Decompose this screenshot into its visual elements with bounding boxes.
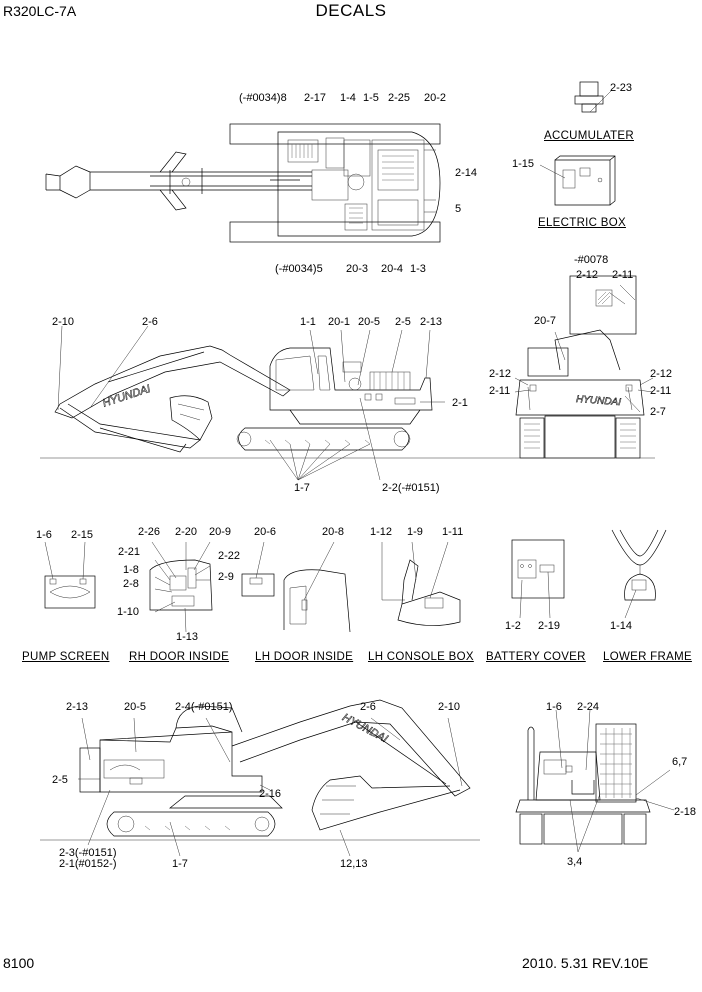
lh-side-view-drawing: HYUNDAI — [40, 699, 480, 857]
callout-label: 1-3 — [410, 263, 426, 275]
callout-label: 1-5 — [363, 92, 379, 104]
callout-label: 2-11 — [612, 269, 634, 281]
callout-label: 2-4(-#0151) — [175, 701, 233, 713]
callout-label: 2-6 — [142, 316, 158, 328]
callout-label: 2-11 — [489, 385, 511, 397]
callout-label: 20-6 — [254, 526, 277, 538]
callout-label: 2-25 — [388, 92, 411, 104]
lh-console-box-drawing — [381, 541, 461, 626]
front-view-drawing — [515, 709, 675, 853]
callout-label: 3,4 — [567, 856, 583, 868]
callout-label: 1-7 — [172, 858, 188, 870]
callout-label: 1-6 — [36, 529, 52, 541]
electric-box-drawing — [539, 155, 616, 206]
rear-view-drawing: HYUNDAI — [514, 275, 654, 459]
section-rh-door-inside: RH DOOR INSIDE — [129, 651, 230, 663]
callout-label: 2-9 — [218, 571, 234, 583]
callout-label: 1-8 — [123, 564, 139, 576]
callout-label: 2-16 — [259, 788, 282, 800]
callout-label: 1-1 — [300, 316, 316, 328]
callout-label: 2-20 — [175, 526, 198, 538]
section-lh-console-box: LH CONSOLE BOX — [368, 651, 474, 663]
callout-label: 2-24 — [577, 701, 600, 713]
section-pump-screen: PUMP SCREEN — [22, 651, 110, 663]
hyundai-mark-rear: HYUNDAI — [576, 394, 622, 408]
callout-label: 1-4 — [340, 92, 356, 104]
callout-label: 1-7 — [294, 482, 310, 494]
callout-label: 2-17 — [304, 92, 327, 104]
callout-label: 1-9 — [407, 526, 423, 538]
callout-label: 2-12 — [489, 368, 512, 380]
callout-label: 2-6 — [360, 701, 376, 713]
section-lh-door-inside: LH DOOR INSIDE — [255, 651, 354, 663]
callout-label: 2-13 — [420, 316, 443, 328]
callout-label: 2-12 — [650, 368, 673, 380]
callout-label: 20-4 — [381, 263, 404, 275]
callout-label: 2-5 — [52, 774, 68, 786]
callout-label: 2-11 — [650, 385, 672, 397]
callout-label: 1-13 — [176, 631, 199, 643]
section-battery-cover: BATTERY COVER — [486, 651, 586, 663]
callout-label: 20-8 — [322, 526, 345, 538]
callout-label: 2-2(-#0151) — [382, 482, 440, 494]
callout-label: (-#0034)8 — [239, 92, 287, 104]
callout-label: 12,13 — [340, 858, 368, 870]
callout-label: 2-22 — [218, 550, 241, 562]
callout-label: 20-7 — [534, 315, 557, 327]
hyundai-mark-lh: HYUNDAI — [340, 712, 389, 746]
callout-label: 2-26 — [138, 526, 161, 538]
callout-label: 2-5 — [395, 316, 411, 328]
callout-label: 2-10 — [52, 316, 75, 328]
callout-label: 20-3 — [346, 263, 369, 275]
hyundai-mark-rh: HYUNDAI — [101, 383, 152, 410]
page-title: DECALS — [315, 1, 387, 20]
callout-label: 2-14 — [455, 167, 478, 179]
revision-date: 2010. 5.31 REV.10E — [522, 955, 649, 971]
battery-cover-drawing — [511, 539, 565, 619]
callout-label: 2-23 — [610, 82, 633, 94]
accumulater-drawing — [574, 81, 613, 113]
callout-label: 1-6 — [546, 701, 562, 713]
callout-label: 20-9 — [209, 526, 232, 538]
callout-label: 20-1 — [328, 316, 351, 328]
callout-label: 2-18 — [674, 806, 697, 818]
callout-label: 1-14 — [610, 620, 633, 632]
serial-note: -#0078 — [574, 254, 609, 266]
callout-label: 2-21 — [118, 546, 141, 558]
callout-label: 6,7 — [672, 756, 688, 768]
callout-label: 2-1 — [452, 397, 468, 409]
page-number: 8100 — [3, 955, 35, 971]
callout-label: 1-15 — [512, 158, 535, 170]
callout-label: 5 — [455, 203, 462, 215]
section-accumulater: ACCUMULATER — [544, 130, 634, 142]
callout-label: 2-1(#0152-) — [59, 858, 117, 870]
callout-label: 20-2 — [424, 92, 447, 104]
callout-label: 2-19 — [538, 620, 561, 632]
rh-door-inside-drawing — [149, 541, 213, 633]
callout-label: 20-5 — [124, 701, 147, 713]
callout-label: 2-3(-#0151) — [59, 847, 117, 859]
callout-label: 2-12 — [576, 269, 599, 281]
callout-label: 1-2 — [505, 620, 521, 632]
callout-label: 2-7 — [650, 406, 666, 418]
callout-label: 2-10 — [438, 701, 461, 713]
callout-label: 2-8 — [123, 578, 139, 590]
section-lower-frame: LOWER FRAME — [603, 651, 692, 663]
rh-side-view-drawing: HYUNDAI — [40, 325, 655, 481]
lh-door-inside-drawing — [241, 541, 351, 633]
model-number: R320LC-7A — [3, 3, 77, 19]
pump-screen-drawing — [44, 541, 96, 609]
callout-label: 2-15 — [71, 529, 94, 541]
lower-frame-drawing — [611, 529, 667, 619]
callout-label: 1-10 — [117, 606, 140, 618]
callout-label: (-#0034)5 — [275, 263, 323, 275]
callout-label: 20-5 — [358, 316, 381, 328]
top-view-drawing — [45, 123, 441, 243]
section-electric-box: ELECTRIC BOX — [538, 217, 626, 229]
callout-label: 1-11 — [442, 526, 464, 538]
callout-label: 1-12 — [370, 526, 393, 538]
callout-label: 2-13 — [66, 701, 89, 713]
